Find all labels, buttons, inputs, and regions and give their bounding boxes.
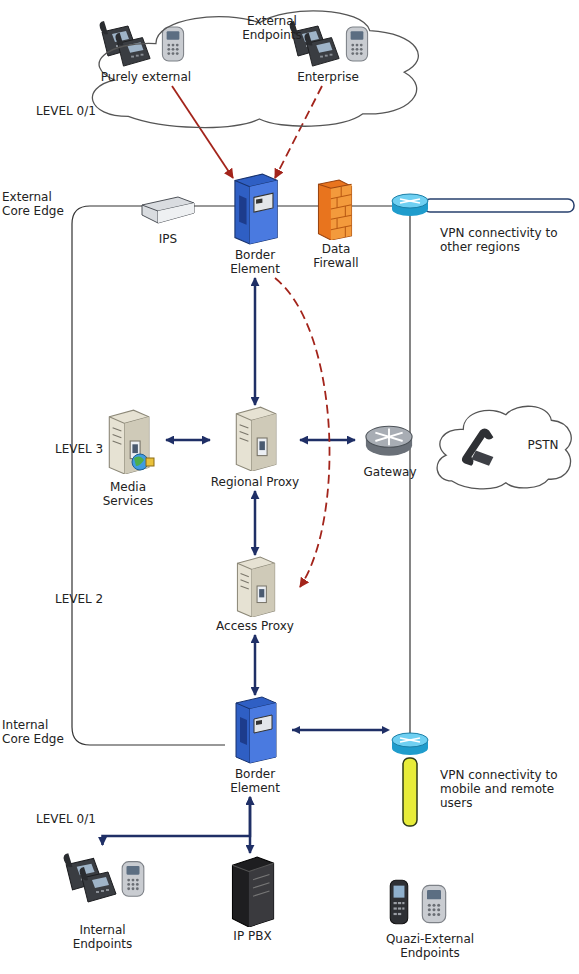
text-label: Internal Core Edge [2,718,70,746]
node-label: Access Proxy [210,619,300,633]
wire [292,729,384,732]
mobile-icon [390,880,407,924]
cloud-region: External EndpointsPurely external Enterpr… [80,2,425,132]
server-icon [236,407,276,471]
endpoint-group: Enterprise [282,14,374,86]
ip-pbx: IP PBX [215,853,290,945]
connector [254,635,257,695]
connector [300,439,355,442]
text-label: External Core Edge [2,190,70,218]
connector [249,797,252,853]
node-label: IP PBX [215,929,290,943]
firewall-icon [318,180,351,240]
border-element: Border Element [215,172,295,278]
connector [166,439,210,442]
vpn-tube [424,199,574,212]
core-loop [72,206,225,745]
node-label: Internal Endpoints [55,923,150,951]
router-icon [392,733,428,755]
endpoint-group: Internal Endpoints [55,845,150,953]
server-icon [109,410,149,474]
node-label: Purely external [92,70,200,84]
wire-arrowhead [292,726,390,734]
connector [275,278,330,587]
node-label: Enterprise [282,70,374,84]
proxy-server: Regional Proxy [210,405,300,491]
text-label: LEVEL 0/1 [36,812,106,826]
phone-icon [462,428,494,465]
text-label: VPN connectivity to other regions [440,226,576,254]
server-icon [237,557,274,617]
border-element-icon [235,174,277,244]
firewall: Data Firewall [305,178,367,272]
node-label: Gateway [355,465,425,479]
node-label: Media Services [90,480,166,508]
text-label: VPN connectivity to mobile and remote us… [440,768,576,810]
endpoint-group: Quazi-External Endpoints [372,872,488,962]
vpn-tube [403,758,417,826]
border-element-icon [236,697,276,763]
node-label: External Endpoints [230,14,314,42]
router-icon [392,194,428,216]
node-label: Border Element [215,767,295,795]
connector [254,278,257,405]
connector [172,86,233,178]
node-label: Data Firewall [305,242,367,270]
connector [103,797,251,845]
node-label: PSTN [518,438,568,452]
pstn-cloud: PSTN [432,400,574,492]
ips-device: IPS [138,192,198,248]
connector [275,86,322,178]
endpoint-group: Purely external [92,14,200,86]
node-label: Border Element [215,248,295,276]
ips-icon [142,197,194,223]
border-element: Border Element [215,695,295,797]
node-label: Quazi-External Endpoints [372,932,488,960]
pbx-icon [232,857,273,927]
node-label: Regional Proxy [210,475,300,489]
globe-icon [132,454,154,470]
server-node: Media Services [90,408,166,510]
text-label: LEVEL 0/1 [36,104,116,118]
gateway: Gateway [355,415,425,481]
gateway-icon [366,426,412,455]
text-label: LEVEL 2 [55,592,125,606]
connector [254,491,257,555]
text-label: LEVEL 3 [55,442,125,456]
proxy-server: Access Proxy [210,555,300,635]
endpoint-icons [64,853,144,902]
core-edge-line [190,205,392,206]
endpoint-icon [422,885,445,922]
node-label: IPS [138,232,198,246]
